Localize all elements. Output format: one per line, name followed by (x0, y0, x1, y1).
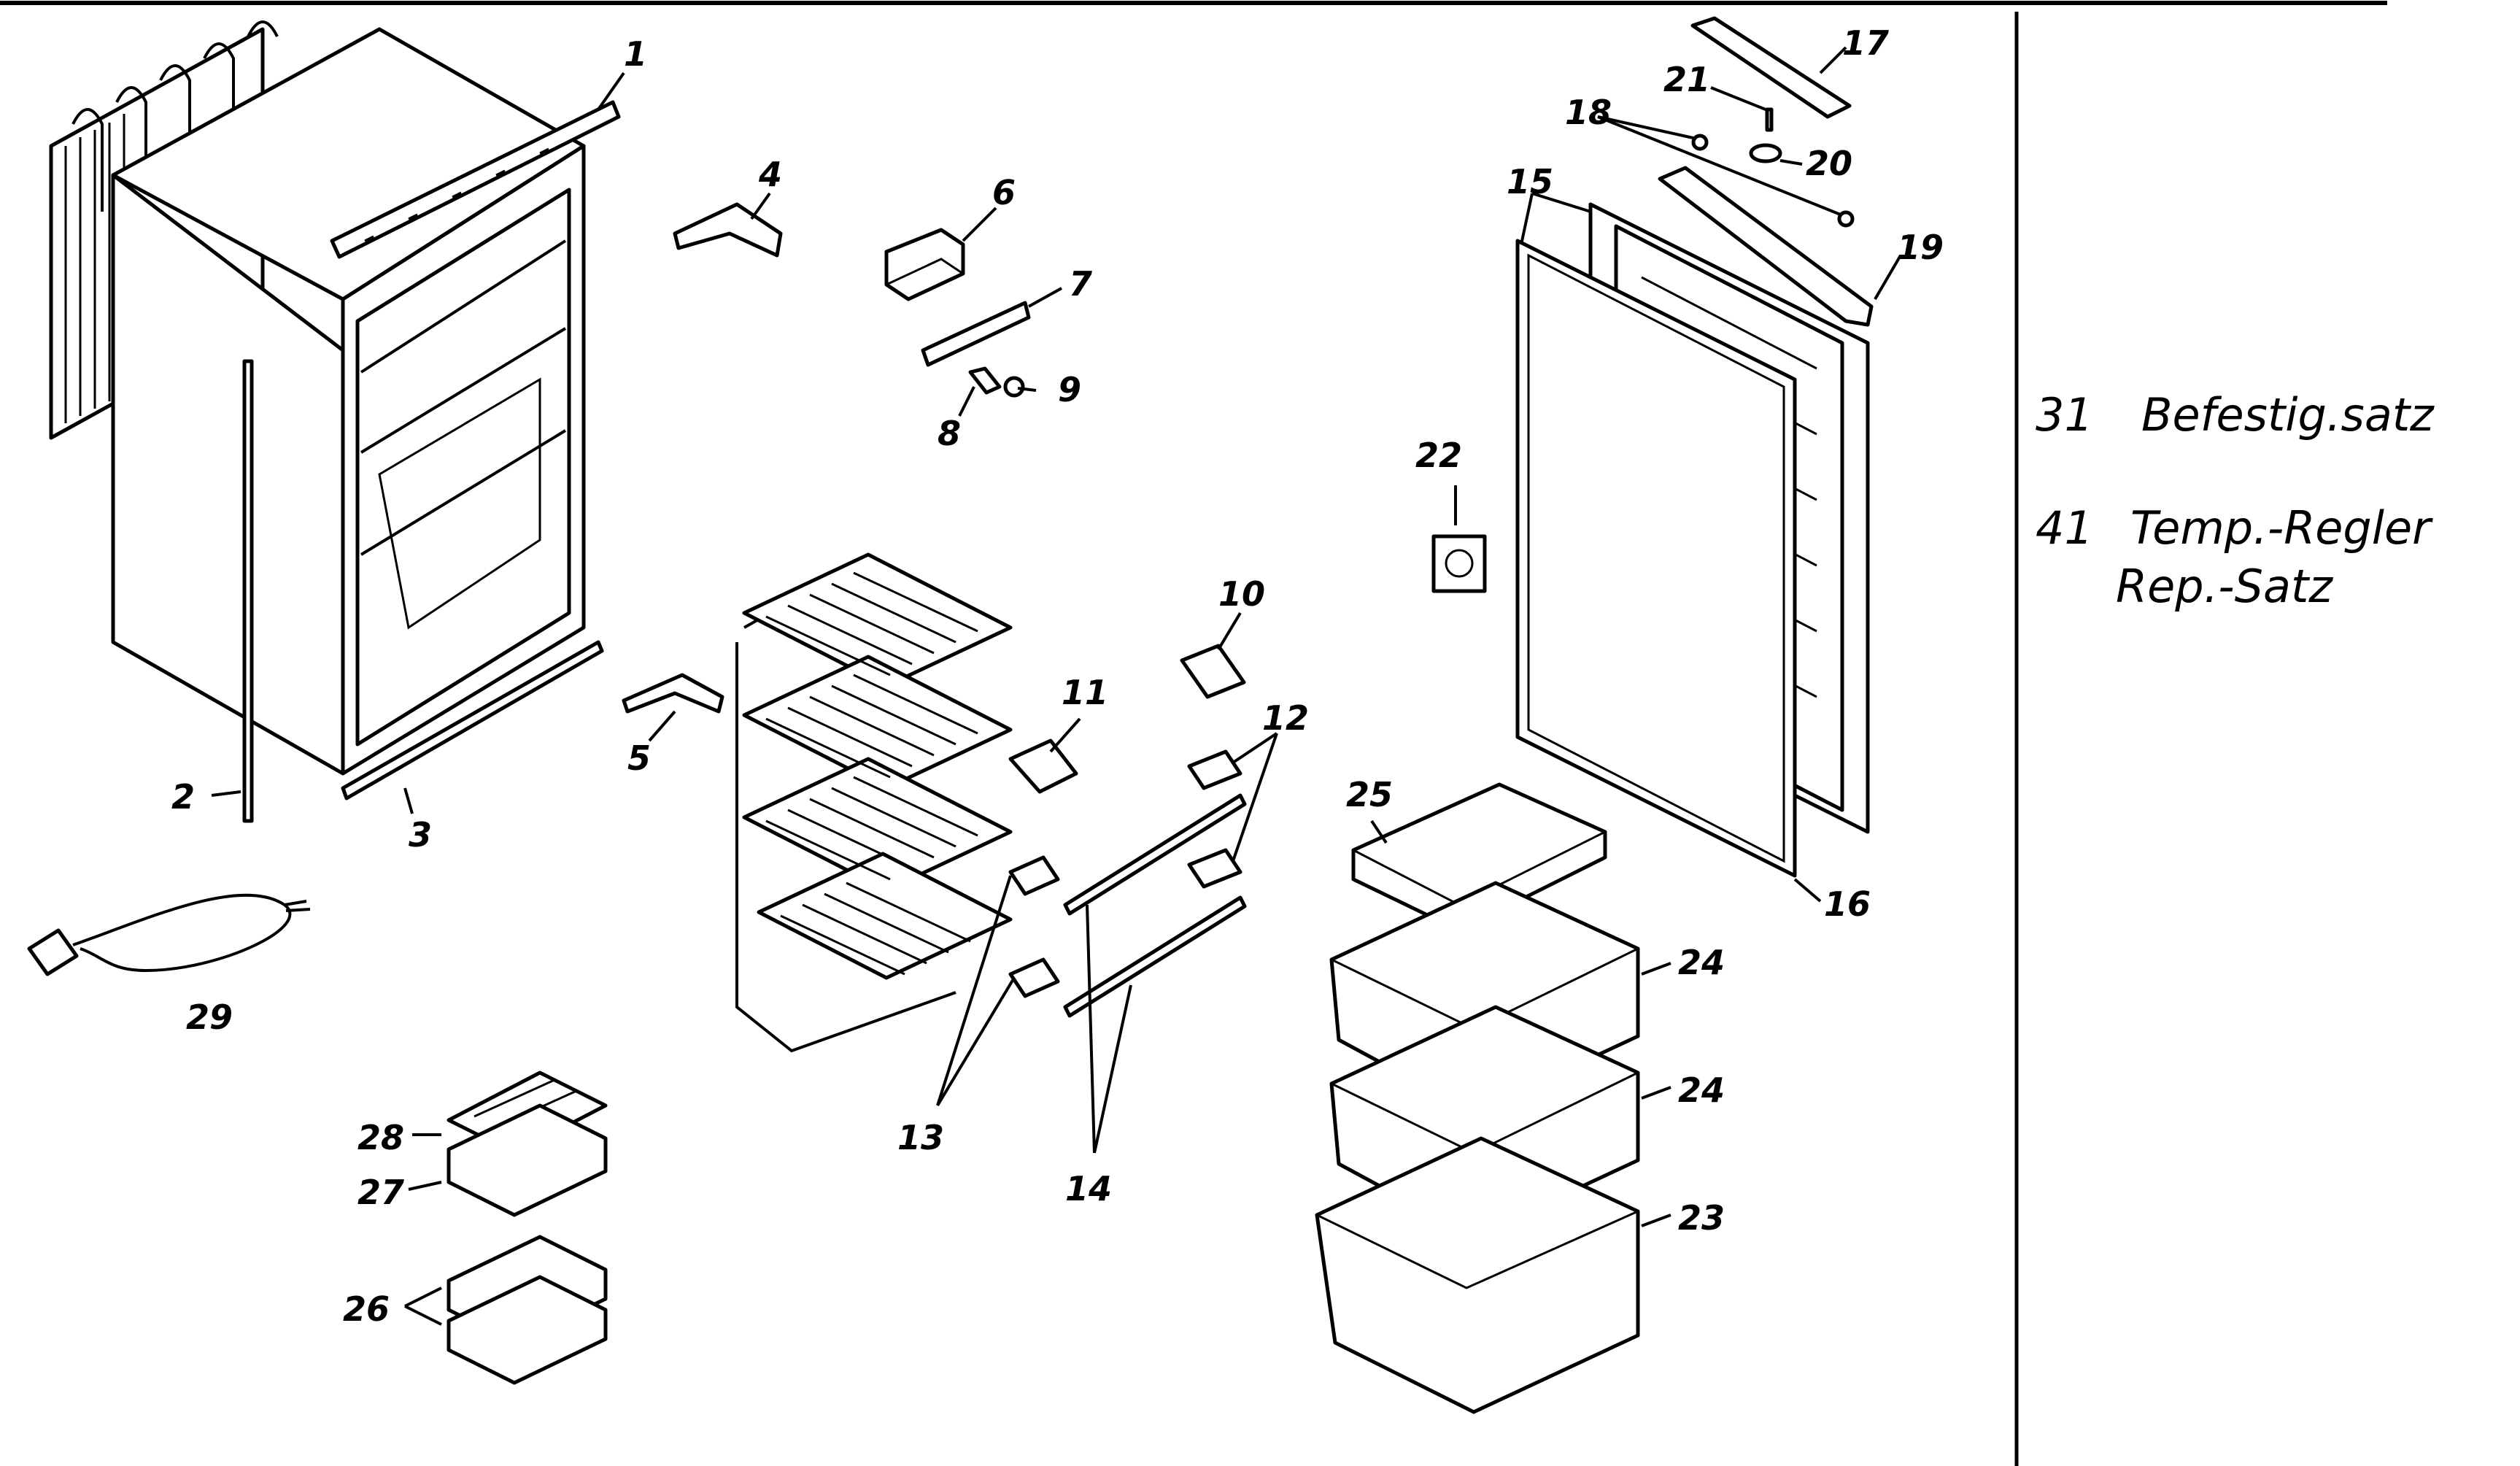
bracket-part-7 (921, 301, 1031, 367)
knob-part-22 (1431, 534, 1487, 593)
label-25: 25 (1346, 775, 1393, 814)
label-9: 9 (1058, 370, 1081, 409)
label-26: 26 (343, 1289, 390, 1329)
label-13: 13 (897, 1118, 944, 1157)
label-19: 19 (1897, 228, 1944, 267)
label-27: 27 (357, 1173, 404, 1212)
support-part-10 (1180, 644, 1246, 699)
label-1: 1 (624, 34, 647, 74)
label-20: 20 (1806, 144, 1852, 183)
cold-pack-part-26 (447, 1235, 608, 1385)
rail-parts-12-14 (1008, 749, 1247, 1018)
label-23: 23 (1678, 1198, 1725, 1238)
hinge-part-19 (1658, 166, 1874, 327)
note-31-number: 31 (2036, 388, 2093, 441)
label-12: 12 (1262, 698, 1309, 738)
label-21: 21 (1663, 60, 1710, 99)
label-24-upper: 24 (1678, 943, 1725, 982)
label-3: 3 (409, 815, 432, 854)
ice-box-part-27 (447, 1103, 608, 1217)
note-31-text: Befestig.satz (2141, 388, 2435, 441)
drawer-part-23 (1315, 1136, 1640, 1414)
support-part-11 (1008, 738, 1078, 794)
handle-part-17 (1690, 16, 1852, 119)
label-16: 16 (1824, 884, 1871, 924)
leader-lines (211, 46, 1902, 1326)
screw-part-21 (1765, 107, 1774, 132)
screw-part-18 (1691, 134, 1855, 228)
label-2: 2 (171, 777, 195, 817)
screw-part-8 (968, 366, 1002, 395)
cap-part-20 (1749, 143, 1782, 163)
power-cable (27, 893, 311, 976)
hinge-part-5 (622, 673, 724, 714)
label-5: 5 (627, 738, 651, 778)
label-4: 4 (758, 155, 782, 194)
label-22: 22 (1415, 436, 1462, 475)
label-8: 8 (938, 414, 961, 453)
label-17: 17 (1842, 23, 1889, 63)
hinge-part-4 (673, 202, 783, 258)
label-7: 7 (1069, 264, 1092, 304)
note-41-number: 41 (2036, 501, 2093, 555)
cover-part-6 (884, 228, 965, 301)
cabinet-body (49, 20, 621, 823)
label-15: 15 (1507, 162, 1553, 201)
label-10: 10 (1218, 574, 1265, 614)
note-41-line2: Rep.-Satz (2116, 560, 2333, 613)
label-6: 6 (992, 173, 1016, 212)
evaporator-rack (735, 552, 1013, 1053)
label-28: 28 (357, 1118, 404, 1157)
label-14: 14 (1065, 1169, 1112, 1208)
label-24-lower: 24 (1678, 1070, 1725, 1110)
label-11: 11 (1062, 673, 1108, 712)
label-18: 18 (1565, 93, 1612, 132)
label-29: 29 (186, 998, 233, 1037)
note-41-line1: Temp.-Regler (2130, 501, 2433, 555)
nut-part-9 (1003, 376, 1025, 398)
door-assembly (1515, 202, 1870, 878)
